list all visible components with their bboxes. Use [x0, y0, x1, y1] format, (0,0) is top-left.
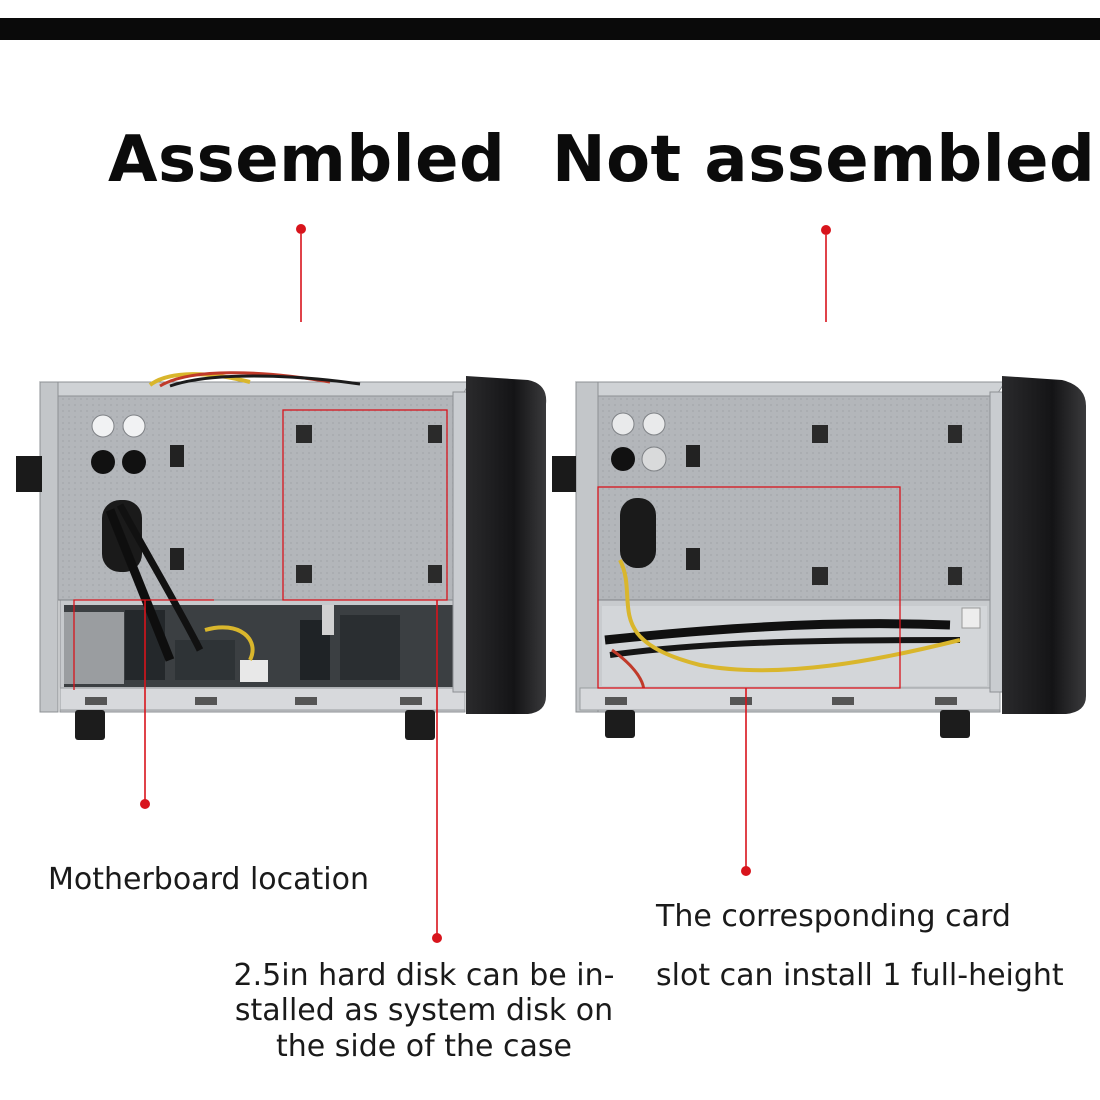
caption-hard-disk: 2.5in hard disk can be in- stalled as sy… — [228, 958, 620, 1064]
not-assembled-case — [552, 376, 1086, 738]
caption-motherboard-location: Motherboard location — [48, 862, 370, 897]
marker-dot-card-slot — [741, 866, 751, 876]
top-black-bar — [0, 18, 1100, 40]
assembled-case — [16, 371, 547, 740]
caption-hard-disk-line-1: 2.5in hard disk can be in- — [233, 958, 615, 993]
highlight-box-card-slot — [597, 486, 901, 689]
caption-card-slot-line-2: slot can install 1 full-height — [656, 957, 1064, 993]
marker-dot-motherboard — [140, 799, 150, 809]
annotation-markers — [73, 224, 901, 943]
marker-dot-not-assembled — [821, 225, 831, 235]
caption-hard-disk-line-3: the side of the case — [276, 1028, 572, 1064]
marker-dot-assembled — [296, 224, 306, 234]
caption-card-slot: The corresponding card slot can install … — [656, 888, 1086, 1005]
marker-dot-hard-disk — [432, 933, 442, 943]
caption-hard-disk-line-2: stalled as system disk on — [234, 993, 614, 1029]
highlight-box-hard-disk — [282, 409, 448, 601]
heading-not-assembled: Not assembled — [552, 123, 1096, 197]
heading-assembled: Assembled — [108, 123, 506, 197]
caption-card-slot-line-1: The corresponding card — [656, 899, 1011, 934]
highlight-box-motherboard — [73, 599, 214, 690]
